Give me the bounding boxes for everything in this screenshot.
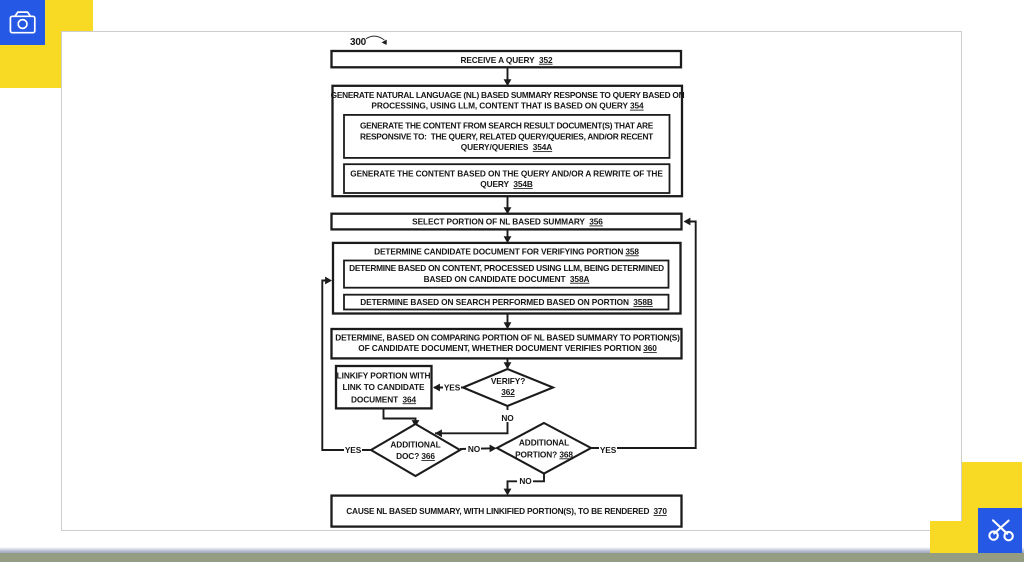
svg-text:RECEIVE A QUERY 352: RECEIVE A QUERY 352 xyxy=(460,55,553,65)
svg-text:DOCUMENT 364: DOCUMENT 364 xyxy=(351,394,417,404)
svg-text:SELECT PORTION OF NL BASED SUM: SELECT PORTION OF NL BASED SUMMARY 356 xyxy=(412,217,603,227)
svg-text:QUERY 354B: QUERY 354B xyxy=(480,179,533,189)
svg-text:PORTION? 368: PORTION? 368 xyxy=(515,449,573,459)
svg-text:ADDITIONAL: ADDITIONAL xyxy=(390,439,440,449)
svg-text:LINK TO CANDIDATE: LINK TO CANDIDATE xyxy=(343,382,425,392)
svg-text:DETERMINE BASED ON CONTENT, PR: DETERMINE BASED ON CONTENT, PROCESSED US… xyxy=(349,263,664,273)
svg-text:362: 362 xyxy=(501,387,515,397)
svg-text:QUERY/QUERIES 354A: QUERY/QUERIES 354A xyxy=(461,142,553,152)
svg-text:CAUSE NL BASED SUMMARY, WITH L: CAUSE NL BASED SUMMARY, WITH LINKIFIED P… xyxy=(346,506,667,516)
svg-text:GENERATE NATURAL LANGUAGE (NL): GENERATE NATURAL LANGUAGE (NL) BASED SUM… xyxy=(331,90,685,100)
svg-text:GENERATE THE CONTENT FROM SEAR: GENERATE THE CONTENT FROM SEARCH RESULT … xyxy=(360,121,654,131)
svg-text:GENERATE THE CONTENT BASED ON: GENERATE THE CONTENT BASED ON THE QUERY … xyxy=(350,168,663,178)
svg-text:DOC? 366: DOC? 366 xyxy=(396,451,435,461)
svg-text:NO: NO xyxy=(519,476,532,486)
svg-text:NO: NO xyxy=(468,444,481,454)
svg-text:YES: YES xyxy=(600,445,617,455)
svg-text:DETERMINE CANDIDATE DOCUMENT F: DETERMINE CANDIDATE DOCUMENT FOR VERIFYI… xyxy=(374,246,639,256)
svg-text:OF CANDIDATE DOCUMENT, WHETHER: OF CANDIDATE DOCUMENT, WHETHER DOCUMENT … xyxy=(358,343,657,353)
svg-text:BASED ON CANDIDATE DOCUMENT: BASED ON CANDIDATE DOCUMENT 358A xyxy=(424,274,590,284)
svg-text:DETERMINE, BASED ON COMPARING: DETERMINE, BASED ON COMPARING PORTION OF… xyxy=(335,332,680,342)
svg-text:PROCESSING, USING LLM, CONTENT: PROCESSING, USING LLM, CONTENT THAT IS B… xyxy=(371,101,644,111)
svg-text:YES: YES xyxy=(345,445,362,455)
svg-text:VERIFY?: VERIFY? xyxy=(491,376,525,386)
svg-text:NO: NO xyxy=(501,413,514,423)
svg-text:300: 300 xyxy=(350,37,367,48)
svg-text:ADDITIONAL: ADDITIONAL xyxy=(519,437,569,447)
svg-text:RESPONSIVE TO: THE QUERY, REL: RESPONSIVE TO: THE QUERY, RELATED QUERY/… xyxy=(360,131,653,141)
svg-text:YES: YES xyxy=(444,382,461,392)
svg-text:LINKIFY PORTION WITH: LINKIFY PORTION WITH xyxy=(337,371,431,381)
svg-text:DETERMINE BASED ON SEARCH PERF: DETERMINE BASED ON SEARCH PERFORMED BASE… xyxy=(360,297,653,307)
